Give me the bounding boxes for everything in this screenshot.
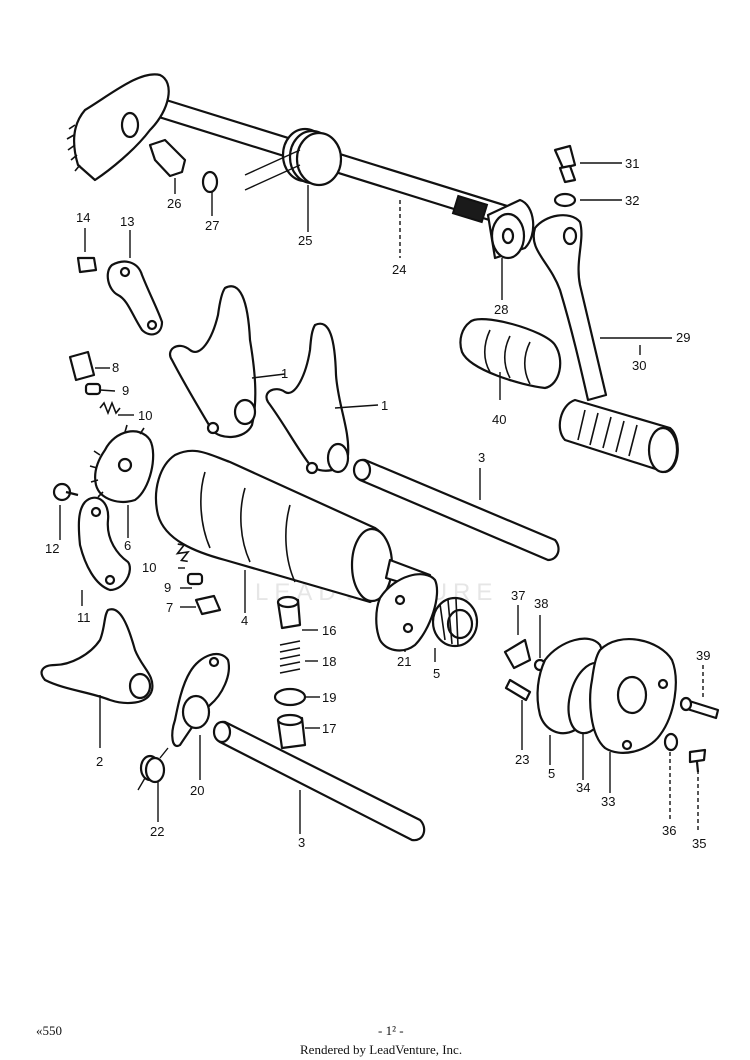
page-number: - 1² - <box>378 1023 404 1038</box>
callout-10b: 10 <box>142 560 156 575</box>
return-spring-part <box>244 127 343 191</box>
callout-11: 11 <box>77 610 91 625</box>
leader-lines <box>59 162 704 834</box>
spring-upper-part <box>99 400 121 416</box>
o-ring-part <box>273 687 307 707</box>
footer: «550 - 1² - Rendered by LeadVenture, Inc… <box>36 1023 462 1057</box>
callout-25: 25 <box>298 233 312 248</box>
fork-shaft-lower-part <box>212 720 426 842</box>
callout-5a: 5 <box>433 666 440 681</box>
model-code: «550 <box>36 1023 62 1038</box>
pedal-washer-part <box>553 192 577 208</box>
callout-24: 24 <box>392 262 406 277</box>
cover-screw-part <box>504 678 532 702</box>
spring-lower-part <box>175 543 190 563</box>
callout-6: 6 <box>124 538 131 553</box>
callout-2: 2 <box>96 754 103 769</box>
callout-7: 7 <box>166 600 173 615</box>
stopper-plate-part <box>375 573 439 652</box>
callout-18: 18 <box>322 654 336 669</box>
callout-20: 20 <box>190 783 204 798</box>
callout-39: 39 <box>696 648 710 663</box>
arm-spring-part <box>137 747 169 791</box>
callout-8: 8 <box>112 360 119 375</box>
callout-40: 40 <box>492 412 506 427</box>
callout-27: 27 <box>205 218 219 233</box>
callout-3b: 3 <box>298 835 305 850</box>
callout-12: 12 <box>45 541 59 556</box>
shift-fork-b-part <box>265 322 350 475</box>
stopper-plug-part <box>276 713 307 750</box>
screw-12-part <box>52 482 79 502</box>
callout-19: 19 <box>322 690 336 705</box>
callout-36: 36 <box>662 823 676 838</box>
pin-upper-part <box>84 382 102 396</box>
cover-bolt-part <box>679 696 720 720</box>
callout-26: 26 <box>167 196 181 211</box>
grip-rubber-part <box>459 318 562 390</box>
washer-part <box>201 170 219 194</box>
cam-stopper-part <box>276 595 302 630</box>
callout-17: 17 <box>322 721 336 736</box>
gearshift-lever-part <box>532 214 608 402</box>
callout-16: 16 <box>322 623 336 638</box>
shift-fork-c-part <box>40 608 154 705</box>
cover-screw-35-part <box>688 748 707 773</box>
callout-32: 32 <box>625 193 639 208</box>
cam-driven-gear-part <box>89 424 155 503</box>
stopper-spring-part <box>279 640 301 674</box>
callout-35: 35 <box>692 836 706 851</box>
callout-1a: 1 <box>281 366 288 381</box>
callout-4: 4 <box>241 613 248 628</box>
credit-line: Rendered by LeadVenture, Inc. <box>300 1042 462 1057</box>
callout-28: 28 <box>494 302 508 317</box>
cam-bearing-part <box>431 596 479 648</box>
callout-labels: 1 1 2 3 3 4 5 5 6 7 8 9 9 10 10 11 12 13… <box>45 156 710 851</box>
callout-34: 34 <box>576 780 590 795</box>
bushing-part <box>486 198 535 260</box>
stopper-bolt-part <box>76 256 98 274</box>
pawl-lower-part <box>194 594 222 616</box>
pedal-bolt-part <box>553 144 577 184</box>
end-cover-part <box>589 638 677 754</box>
callout-23: 23 <box>515 752 529 767</box>
cam-drum-part <box>154 449 432 604</box>
callout-5b: 5 <box>548 766 555 781</box>
callout-38: 38 <box>534 596 548 611</box>
callout-14: 14 <box>76 210 90 225</box>
callout-33: 33 <box>601 794 615 809</box>
stopper-lever-part <box>106 260 164 336</box>
callout-29: 29 <box>676 330 690 345</box>
pin-lower-part <box>186 572 204 586</box>
cover-washer-part <box>663 732 679 752</box>
callout-10a: 10 <box>138 408 152 423</box>
callout-3a: 3 <box>478 450 485 465</box>
shift-fork-a-part <box>169 285 257 438</box>
guide-plate-part <box>77 496 131 592</box>
lever-rubber-part <box>558 398 679 474</box>
fork-shaft-upper-part <box>352 458 560 562</box>
callout-30: 30 <box>632 358 646 373</box>
callout-21: 21 <box>397 654 411 669</box>
cover-clip-part <box>503 638 532 670</box>
callout-37: 37 <box>511 588 525 603</box>
bolt-part <box>148 138 187 178</box>
callout-31: 31 <box>625 156 639 171</box>
shift-arm-part <box>171 652 230 748</box>
callout-9a: 9 <box>122 383 129 398</box>
callout-1b: 1 <box>381 398 388 413</box>
callout-22: 22 <box>150 824 164 839</box>
callout-13: 13 <box>120 214 134 229</box>
callout-9b: 9 <box>164 580 171 595</box>
pawl-upper-part <box>68 350 96 382</box>
